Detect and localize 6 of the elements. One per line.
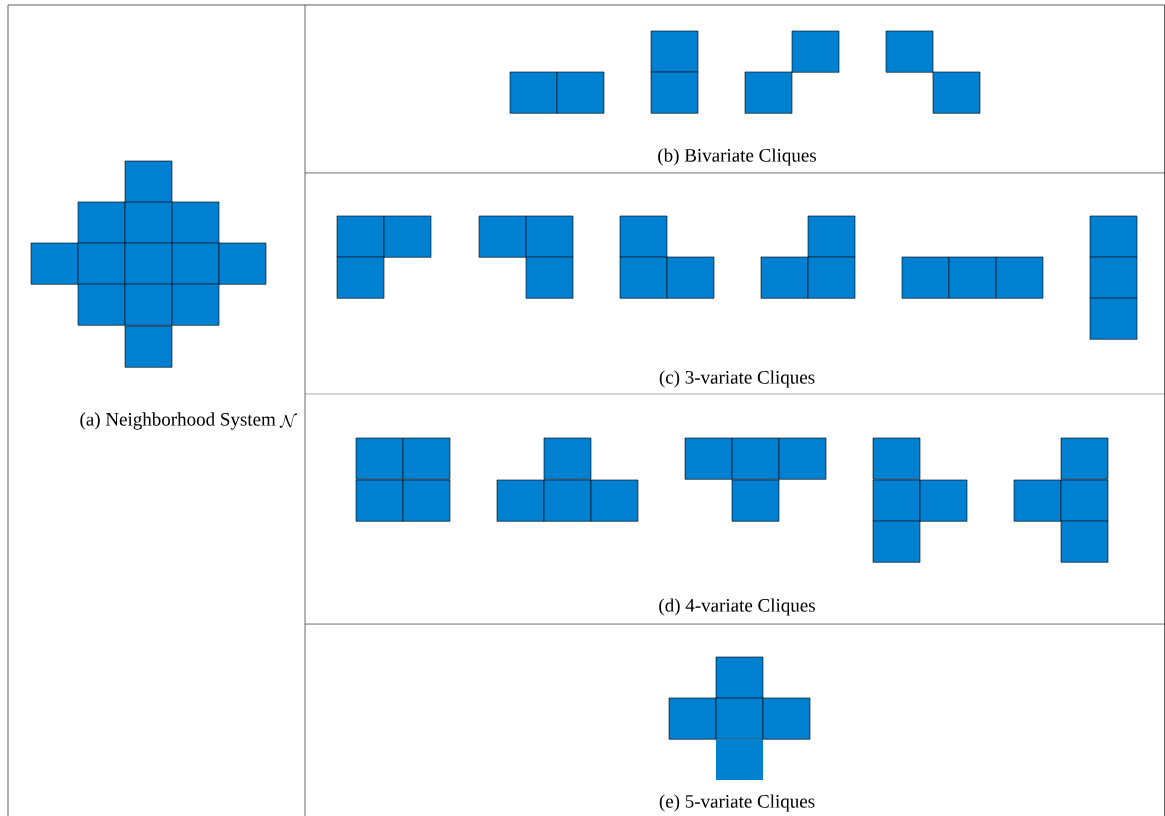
caption: (a) Neighborhood System (80, 412, 276, 430)
formula: $\mathcal{N}$ (279, 413, 298, 428)
caption: (b) Bivariate Cliques (658, 148, 816, 166)
caption: (c) 3-variate Cliques (659, 370, 815, 388)
caption: (d) 4-variate Cliques (659, 598, 815, 616)
caption: (e) 5-variate Cliques (659, 794, 815, 812)
